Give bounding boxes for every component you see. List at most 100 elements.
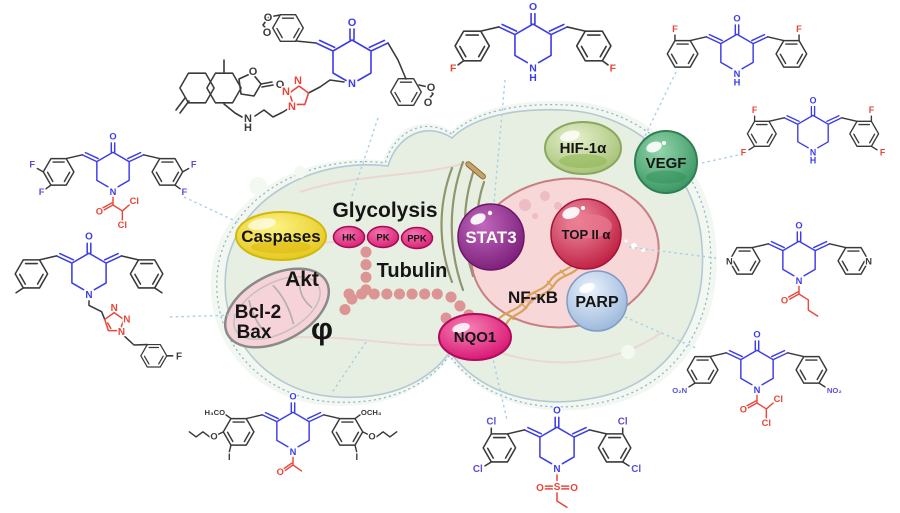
connector-line bbox=[493, 79, 506, 204]
caspases-label: Caspases bbox=[241, 227, 320, 246]
hif1a-bubble: HIF-1α bbox=[544, 121, 622, 175]
svg-text:F: F bbox=[796, 24, 802, 34]
svg-text:NO₂: NO₂ bbox=[827, 386, 842, 395]
svg-text:F: F bbox=[752, 105, 758, 115]
parp-bubble: PARP bbox=[566, 270, 628, 332]
molecule-bis-dichlorobenzylidene-ethylsulfonyl-piperidinone: O N Cl Cl Cl Cl S O O bbox=[471, 404, 643, 509]
bcl2-label: Bcl-2 bbox=[235, 302, 281, 323]
svg-text:O: O bbox=[276, 79, 285, 91]
svg-text:Cl: Cl bbox=[762, 418, 771, 428]
tubulin-label: Tubulin bbox=[377, 260, 448, 282]
molecule-bis-2-4-difluorobenzylidene-piperidinone: O N H F F F F bbox=[740, 94, 888, 166]
svg-text:F: F bbox=[450, 64, 456, 75]
parp-label: PARP bbox=[575, 294, 619, 311]
svg-text:F: F bbox=[182, 187, 188, 197]
svg-text:H: H bbox=[810, 155, 816, 165]
molecule-bis-methylbenzylidene-triazole-fluorobenzyl-piperidinone: O N N N N F bbox=[14, 230, 183, 368]
hk-bubble bbox=[332, 225, 366, 249]
svg-text:O: O bbox=[249, 66, 258, 78]
molecule-bis-pyridylmethylene-butanoyl-piperidinone: O N N N O bbox=[725, 219, 874, 317]
svg-text:N: N bbox=[348, 78, 356, 90]
nucleus-speckles bbox=[508, 191, 562, 304]
svg-text:O: O bbox=[733, 14, 740, 24]
svg-text:O: O bbox=[781, 295, 788, 305]
svg-text:O: O bbox=[264, 12, 273, 24]
svg-text:O: O bbox=[536, 483, 544, 494]
svg-text:O: O bbox=[368, 432, 375, 442]
connector-line bbox=[624, 316, 699, 350]
molecule-bis-nitrobenzylidene-dichloroacetyl-piperidinone: O N O₂N NO₂ O Cl Cl bbox=[671, 328, 843, 429]
svg-text:O: O bbox=[810, 95, 817, 105]
svg-text:N: N bbox=[118, 327, 125, 338]
connector-line bbox=[330, 341, 367, 395]
svg-text:Cl: Cl bbox=[473, 464, 483, 475]
nqo1-label: NQO1 bbox=[454, 329, 497, 346]
hk-label: HK bbox=[342, 233, 356, 244]
svg-text:O: O bbox=[753, 330, 760, 340]
svg-text:O: O bbox=[740, 404, 747, 414]
svg-text:N: N bbox=[865, 256, 872, 266]
molecule-bis-2-fluorobenzylidene-piperidinone: O N H F F bbox=[666, 12, 808, 89]
svg-text:Cl: Cl bbox=[118, 220, 127, 230]
svg-text:N: N bbox=[754, 385, 761, 395]
svg-text:Cl: Cl bbox=[774, 394, 783, 404]
vacuoles bbox=[249, 166, 635, 359]
stat3-bubble: STAT3 bbox=[457, 203, 525, 271]
svg-text:N: N bbox=[529, 64, 537, 75]
svg-text:H₃CO: H₃CO bbox=[205, 408, 226, 417]
akt-label: Akt bbox=[285, 268, 319, 291]
svg-text:Cl: Cl bbox=[618, 417, 628, 428]
svg-text:N: N bbox=[282, 86, 290, 98]
phi-symbol: φ bbox=[311, 311, 333, 346]
ppk-bubble bbox=[400, 226, 434, 250]
golgi-rod bbox=[465, 161, 486, 180]
molecule-bis-methoxypropoxyiodobenzylidene-acetyl-piperidinone: O N H₃CO OCH₃ O O I I O bbox=[188, 390, 398, 478]
svg-text:O: O bbox=[263, 27, 272, 39]
svg-text:N: N bbox=[726, 256, 733, 266]
svg-text:F: F bbox=[672, 24, 678, 34]
svg-text:O: O bbox=[96, 206, 103, 216]
svg-text:I: I bbox=[228, 452, 231, 462]
molecule-lactone-triazole-benzodioxole-hybrid: O O N H N N N O N O O O O bbox=[175, 11, 437, 136]
pk-label: PK bbox=[376, 233, 389, 244]
molecule-bis-3-4-difluorobenzylidene-dichloroacetyl-piperidinone: O N F F F F O Cl Cl bbox=[28, 130, 198, 231]
svg-text:O: O bbox=[427, 82, 436, 94]
svg-text:F: F bbox=[176, 351, 182, 362]
svg-text:O: O bbox=[210, 432, 217, 442]
connector-line bbox=[183, 196, 247, 227]
dna-helix bbox=[495, 259, 582, 328]
connector-line bbox=[351, 117, 379, 197]
svg-text:F: F bbox=[869, 105, 875, 115]
svg-text:N: N bbox=[294, 75, 302, 87]
bax-label: Bax bbox=[237, 322, 272, 343]
vegf-label: VEGF bbox=[646, 155, 687, 172]
glycolysis-label: Glycolysis bbox=[332, 199, 437, 222]
vegf-bubble: VEGF bbox=[634, 130, 698, 194]
svg-text:O: O bbox=[109, 132, 116, 142]
svg-text:F: F bbox=[29, 160, 35, 170]
svg-text:O₂N: O₂N bbox=[672, 386, 687, 395]
ppk-label: PPK bbox=[407, 234, 427, 245]
svg-text:O: O bbox=[553, 406, 561, 417]
svg-text:O: O bbox=[289, 392, 296, 402]
svg-text:O: O bbox=[85, 232, 93, 243]
svg-text:N: N bbox=[810, 147, 816, 157]
svg-text:N: N bbox=[290, 447, 297, 457]
svg-text:F: F bbox=[610, 64, 616, 75]
svg-text:I: I bbox=[355, 452, 358, 462]
svg-text:N: N bbox=[85, 290, 92, 301]
svg-text:O: O bbox=[529, 2, 537, 13]
svg-text:S: S bbox=[554, 482, 561, 493]
top2a-label: TOP II α bbox=[562, 227, 611, 242]
svg-text:F: F bbox=[39, 187, 45, 197]
svg-text:O: O bbox=[570, 483, 578, 494]
svg-text:N: N bbox=[244, 113, 252, 125]
connector-line bbox=[701, 152, 748, 164]
pk-bubble bbox=[366, 225, 400, 249]
top2a-bubble: TOP II α bbox=[550, 198, 622, 270]
svg-text:F: F bbox=[741, 147, 747, 157]
svg-text:O: O bbox=[348, 17, 357, 29]
molecule-bis-4-fluorobenzylidene-piperidinone: O N H F F bbox=[449, 0, 618, 85]
